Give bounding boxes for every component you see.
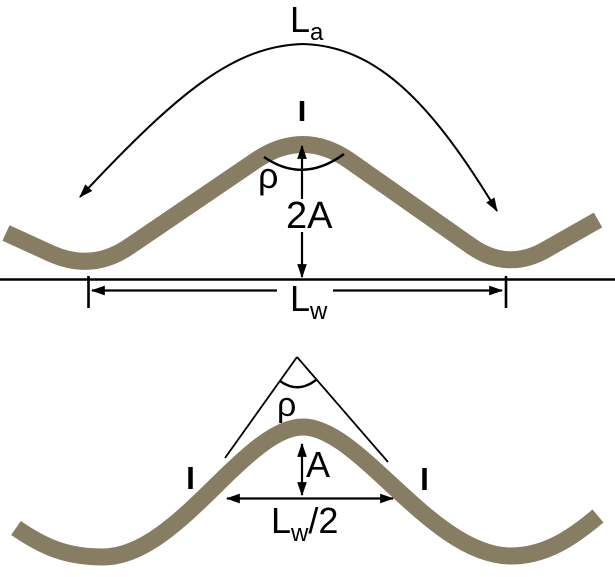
bottom-wave-curve bbox=[11, 418, 604, 566]
arc-length-arrow bbox=[79, 42, 498, 212]
top-wave-curve bbox=[2, 136, 603, 270]
triangle-left-side bbox=[224, 356, 298, 459]
bottom-angle-label: ρ bbox=[277, 386, 296, 424]
amplitude-2a-label: 2A bbox=[286, 195, 333, 237]
wavelength-label: Lw bbox=[290, 278, 328, 325]
arc-length-label: La bbox=[290, 0, 324, 46]
amplitude-a-label: A bbox=[306, 444, 330, 485]
bottom-angle-arc bbox=[279, 379, 317, 389]
triangle-right-side bbox=[296, 356, 389, 463]
top-angle-label: ρ bbox=[258, 155, 278, 196]
half-wavelength-label: Lw/2 bbox=[271, 500, 338, 547]
top-angle-arc bbox=[263, 153, 345, 171]
